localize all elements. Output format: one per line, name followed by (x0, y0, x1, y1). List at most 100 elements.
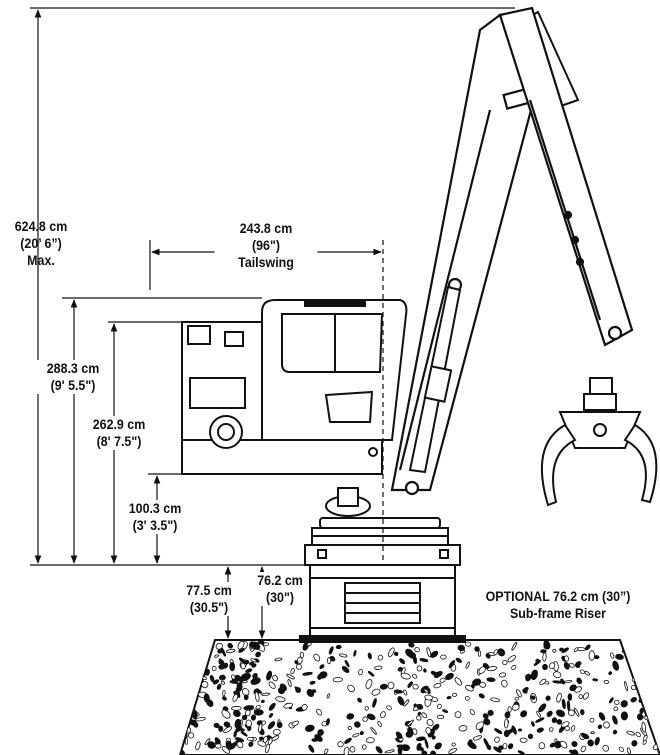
gravel-stone (263, 642, 269, 647)
gravel-stone (448, 747, 458, 754)
gravel-stone (618, 746, 625, 752)
riser-height-label: 76.2 cm (30") (254, 572, 306, 606)
gravel-stone (639, 666, 647, 677)
gravel-stone (431, 735, 436, 740)
gravel-stone (221, 696, 227, 701)
gravel-stone (397, 696, 405, 706)
gravel-stone (240, 673, 249, 680)
gravel-stone (556, 692, 562, 703)
gravel-stone (370, 727, 377, 735)
gravel-stone (323, 748, 329, 755)
gravel-stone (497, 648, 506, 657)
gravel-stone (559, 647, 564, 652)
gravel-stone (559, 740, 568, 749)
gravel-stone (448, 660, 456, 669)
gravel-stone (261, 692, 271, 696)
gravel-stone (424, 694, 434, 701)
gravel-stone (457, 644, 465, 652)
gravel-stone (241, 714, 248, 721)
gravel-stone (522, 688, 528, 694)
gravel-stone (642, 735, 648, 741)
gravel-stone (504, 718, 509, 729)
gravel-stone (648, 652, 656, 659)
gravel-stone (332, 677, 343, 683)
gravel-stone (561, 699, 566, 709)
pedestal-height-imperial: (30.5") (189, 600, 229, 615)
gravel-stone (440, 654, 447, 660)
gravel-stone (393, 689, 403, 694)
gravel-stone (180, 681, 188, 687)
gravel-stone (535, 658, 540, 664)
gravel-stone (188, 732, 195, 739)
gravel-stone (569, 684, 577, 692)
gravel-stone (598, 712, 606, 721)
gravel-stone (251, 663, 257, 668)
gravel-stone (221, 709, 231, 719)
gravel-stone (372, 698, 377, 708)
gravel-stone (328, 646, 334, 655)
gravel-stone (274, 657, 283, 662)
gravel-stone (581, 733, 590, 740)
gravel-stone (551, 717, 558, 724)
gravel-stone (347, 725, 352, 731)
gravel-stone (407, 726, 413, 733)
gravel-stone (580, 745, 586, 753)
gravel-stone (608, 697, 614, 704)
gravel-stone (603, 679, 610, 684)
gravel-stone (206, 699, 214, 707)
gravel-stone (538, 703, 547, 713)
gravel-stone (393, 651, 399, 657)
gravel-stone (421, 750, 428, 755)
gravel-stone (346, 713, 355, 720)
gravel-stone (592, 678, 599, 682)
gravel-stone (403, 689, 408, 696)
gravel-stone (236, 682, 243, 692)
gravel-stone (366, 713, 376, 721)
gravel-stone (266, 670, 273, 681)
cab-height-value: 288.3 cm (46, 361, 100, 376)
gravel-stone (257, 740, 267, 747)
gravel-stone (454, 711, 462, 718)
gravel-stone (589, 717, 595, 723)
gravel-stone (181, 706, 186, 714)
gravel-stone (626, 730, 636, 736)
gravel-stone (549, 662, 556, 670)
gravel-stone (243, 705, 252, 711)
gravel-stone (412, 728, 418, 735)
gravel-stone (188, 678, 196, 689)
gravel-stone (197, 663, 205, 671)
gravel-stone (516, 689, 522, 698)
gravel-stone (641, 659, 649, 664)
gravel-stone (488, 651, 495, 656)
cab-height-imperial: (9' 5.5") (50, 378, 96, 393)
gravel-stone (248, 741, 254, 747)
gravel-stone (483, 718, 491, 726)
gravel-stone (427, 688, 431, 694)
gravel-stone (189, 690, 196, 697)
gravel-stone (357, 697, 363, 703)
tailswing-imperial: (96") (251, 238, 280, 253)
gravel-stone (507, 655, 517, 663)
gravel-stone (244, 709, 251, 717)
gravel-stone (276, 721, 283, 729)
gravel-stone (538, 742, 546, 750)
gravel-stone (384, 749, 395, 754)
gravel-stone (231, 674, 236, 680)
gravel-stone (250, 658, 257, 663)
gravel-stone (539, 678, 547, 686)
gravel-stone (624, 681, 629, 692)
gravel-stone (517, 750, 525, 755)
gravel-stone (486, 677, 496, 683)
gravel-stone (233, 709, 241, 718)
gravel-stone (326, 693, 331, 699)
gravel-stone (579, 669, 586, 674)
gravel-stone (364, 706, 369, 711)
gravel-stone (482, 662, 490, 670)
gravel-stone (296, 663, 302, 670)
gravel-stone (341, 665, 350, 674)
gravel-stone (249, 641, 255, 648)
gravel-stone (359, 731, 364, 736)
gravel-stone (272, 728, 281, 736)
gravel-stone (229, 742, 236, 750)
gravel-stone (609, 652, 615, 659)
